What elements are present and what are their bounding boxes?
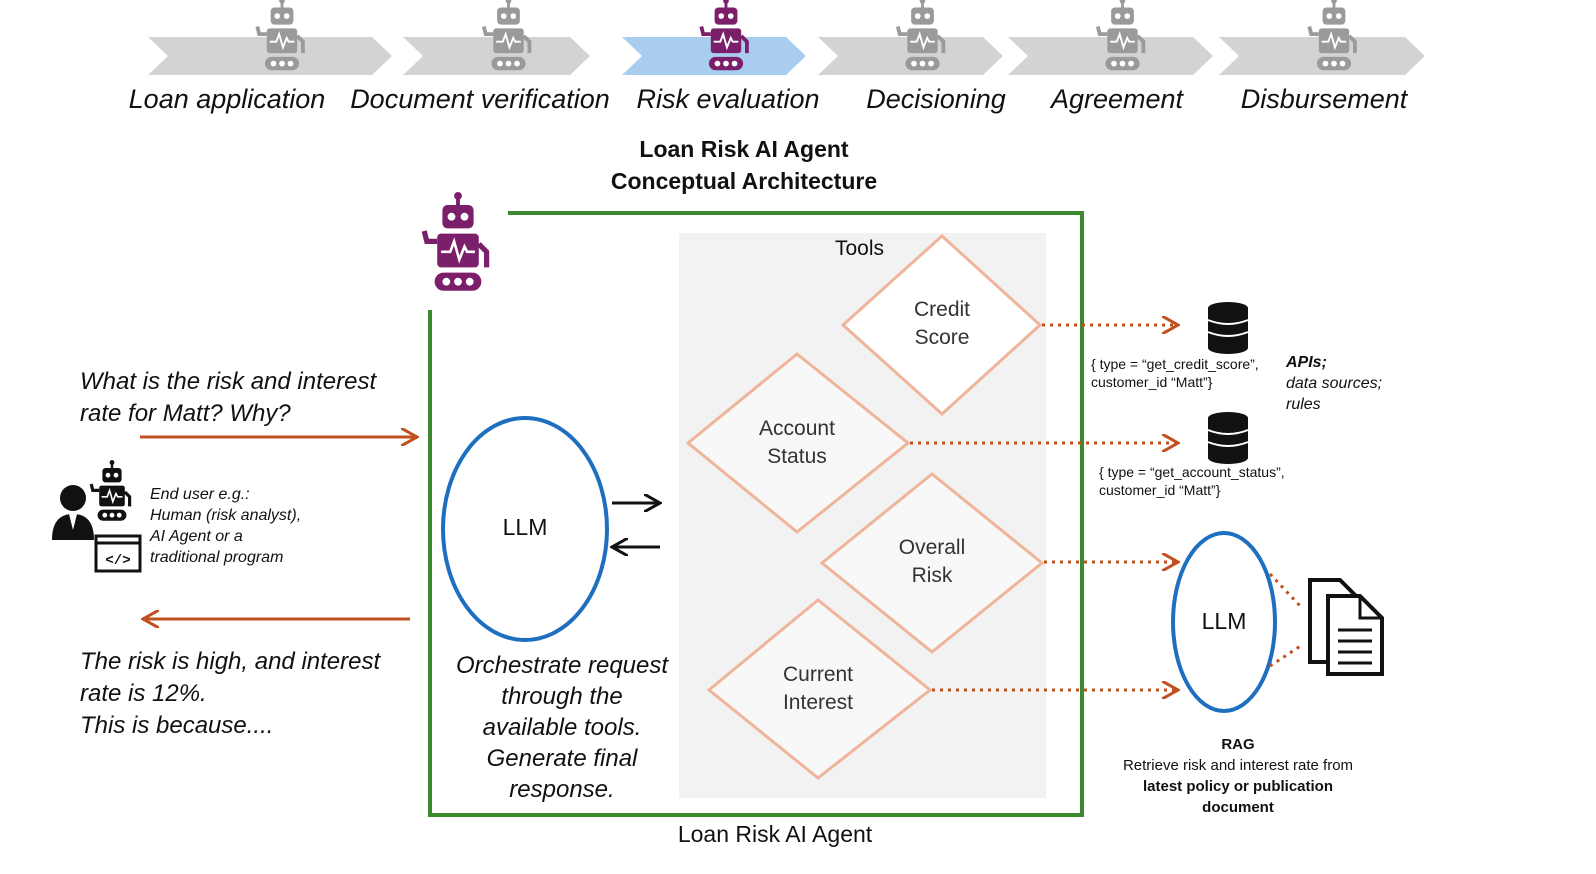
account-status-label: Account Status	[759, 417, 835, 468]
credit-score-tool	[840, 233, 1043, 417]
credit-score-call: { type = “get_credit_score”, customer_id…	[1091, 356, 1259, 390]
agent-label: Loan Risk AI Agent	[677, 821, 873, 847]
diagram-title-line1: Loan Risk AI Agent	[639, 136, 849, 162]
stage-label-agreement: Agreement	[1050, 84, 1184, 114]
llm-label: LLM	[502, 514, 548, 540]
agent-border	[428, 211, 1084, 817]
stage-chevron-disbursement	[1219, 37, 1425, 75]
stage-label-disbursement: Disbursement	[1240, 84, 1408, 114]
stage-label-risk-evaluation: Risk evaluation	[636, 84, 820, 114]
account-status-tool	[685, 352, 911, 534]
sources-note: APIs; data sources; rules	[1286, 354, 1383, 413]
code-window-icon: </>	[94, 534, 142, 573]
llm-ellipse	[441, 416, 609, 642]
tools-label: Tools	[835, 237, 885, 260]
account-status-call: { type = “get_account_status”, customer_…	[1099, 464, 1285, 498]
agent-robot-icon	[424, 192, 486, 291]
stage-chevron-loan-application	[148, 37, 392, 75]
document-icon	[1308, 578, 1384, 676]
stage-chevron-decisioning	[818, 37, 1003, 75]
rag-llm-label: LLM	[1201, 608, 1247, 634]
stage-chevron-risk-evaluation	[622, 37, 806, 75]
current-interest-label: Current Interest	[782, 663, 854, 714]
overall-risk-label: Overall Risk	[898, 536, 966, 587]
user-robot-icon	[89, 460, 132, 523]
diagram-title-line2: Conceptual Architecture	[610, 168, 878, 194]
orchestrate-description: Orchestrate request through the availabl…	[455, 652, 669, 803]
overall-risk-tool	[819, 472, 1045, 654]
agent-answer: The risk is high, and interest rate is 1…	[80, 648, 381, 739]
database-icon	[1207, 302, 1249, 354]
stage-chevron-document-verification	[403, 37, 590, 75]
stage-label-decisioning: Decisioning	[866, 84, 1006, 114]
person-icon	[52, 485, 94, 540]
rag-llm-ellipse	[1171, 531, 1277, 713]
stage-label-loan-application: Loan application	[128, 84, 326, 114]
rag-description: RAG Retrieve risk and interest rate from…	[1122, 736, 1354, 816]
svg-text:</>: </>	[105, 553, 130, 569]
credit-score-label: Credit Score	[913, 298, 971, 349]
current-interest-tool	[706, 598, 933, 780]
stage-label-document-verification: Document verification	[350, 84, 610, 114]
user-question: What is the risk and interest rate for M…	[80, 368, 377, 427]
end-user-description: End user e.g.: Human (risk analyst), AI …	[150, 486, 302, 566]
pipeline-chevrons	[148, 0, 1425, 75]
database-icon	[1207, 412, 1249, 464]
stage-chevron-agreement	[1008, 37, 1213, 75]
